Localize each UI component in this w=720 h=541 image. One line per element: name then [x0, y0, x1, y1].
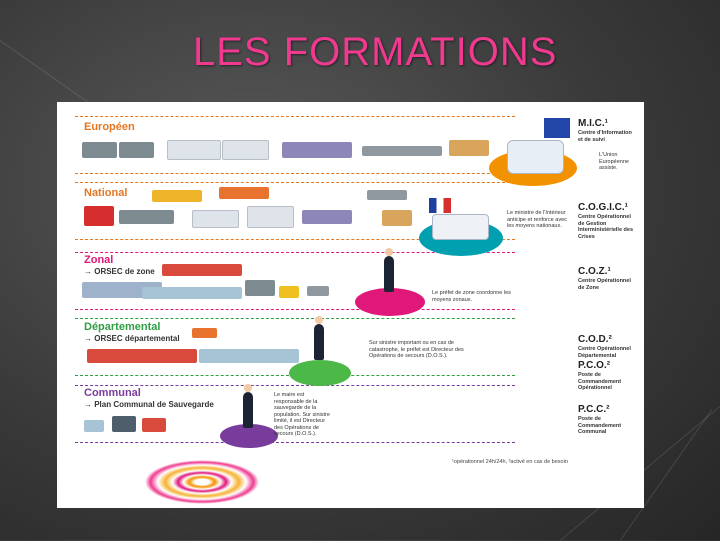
sinister-target [137, 457, 267, 507]
zonal-prefect-figure [384, 248, 394, 292]
level-sub: → ORSEC départemental [84, 334, 180, 343]
level-label: Communal [84, 387, 141, 399]
level-note: L'Union Européenne assiste. [599, 152, 629, 171]
center-desc: Centre Opérationnel de Zone [578, 278, 631, 291]
band-communal [75, 385, 515, 443]
center-name: C.O.D.² [578, 334, 612, 345]
level-note: Le ministre de l'Intérieur anticipe et r… [507, 210, 567, 229]
center-name: C.O.Z.¹ [578, 266, 611, 277]
level-note: Sur sinistre important ou en cas de cata… [369, 340, 464, 359]
zonal-platform [355, 288, 425, 316]
france-flag-icon [429, 198, 451, 213]
level-label: Départemental [84, 321, 161, 333]
level-label: National [84, 187, 128, 199]
center-name: M.I.C.¹ [578, 118, 608, 129]
band-europeen [75, 116, 515, 174]
level-note: Le maire est responsable de la sauvegard… [274, 392, 330, 437]
center-name: P.C.O.² [578, 360, 611, 371]
center-desc: Poste de Commandement Communal [578, 416, 622, 435]
center-name: C.O.G.I.C.¹ [578, 202, 628, 213]
formations-diagram: Européen National Zonal → ORSEC de zone … [57, 102, 644, 508]
national-building [432, 214, 489, 240]
level-label: Zonal [84, 254, 114, 266]
europe-building [507, 140, 564, 174]
communal-platform [220, 424, 278, 448]
mayor-figure [243, 384, 253, 428]
prefect-figure [314, 316, 324, 360]
footnote: ¹opérationnel 24h/24h, ²activé en cas de… [452, 459, 568, 465]
slide-title: LES FORMATIONS [193, 30, 558, 74]
level-sub: → ORSEC de zone [84, 267, 155, 276]
band-national [75, 182, 515, 240]
band-zonal [75, 252, 515, 310]
center-desc: Centre Opérationnel de Gestion Intermini… [578, 214, 634, 240]
level-label: Européen [84, 121, 135, 133]
departemental-platform [289, 360, 351, 386]
center-desc: Centre d'Information et de suivi [578, 130, 632, 143]
level-note: Le préfet de zone coordonne les moyens z… [432, 290, 511, 303]
level-sub: → Plan Communal de Sauvegarde [84, 400, 214, 409]
center-desc: Poste de Commandement Opérationnel [578, 372, 622, 391]
center-desc: Centre Opérationnel Départemental [578, 346, 631, 359]
eu-flag-icon [544, 118, 570, 138]
center-name: P.C.C.² [578, 404, 610, 415]
